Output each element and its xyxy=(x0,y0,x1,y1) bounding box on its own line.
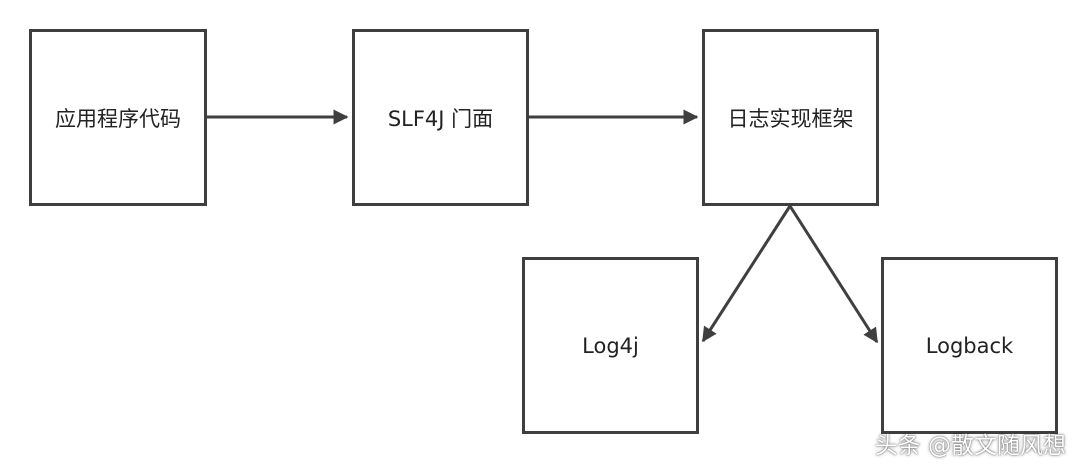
node-label: Log4j xyxy=(582,333,639,358)
node-label: Logback xyxy=(925,333,1014,358)
node-slf4j-facade: SLF4J 门面 xyxy=(352,29,529,206)
node-label: SLF4J 门面 xyxy=(387,106,494,131)
node-label: 日志实现框架 xyxy=(727,106,854,131)
node-logging-implementation: 日志实现框架 xyxy=(702,29,879,206)
node-logback: Logback xyxy=(881,257,1058,434)
watermark: 头条 @散文随风想 xyxy=(874,433,1066,459)
node-label: 应用程序代码 xyxy=(55,106,181,131)
node-application-code: 应用程序代码 xyxy=(29,29,207,206)
node-log4j: Log4j xyxy=(522,257,699,434)
arrow-impl-to-log4j xyxy=(701,205,792,343)
arrow-impl-to-logback xyxy=(788,205,879,344)
